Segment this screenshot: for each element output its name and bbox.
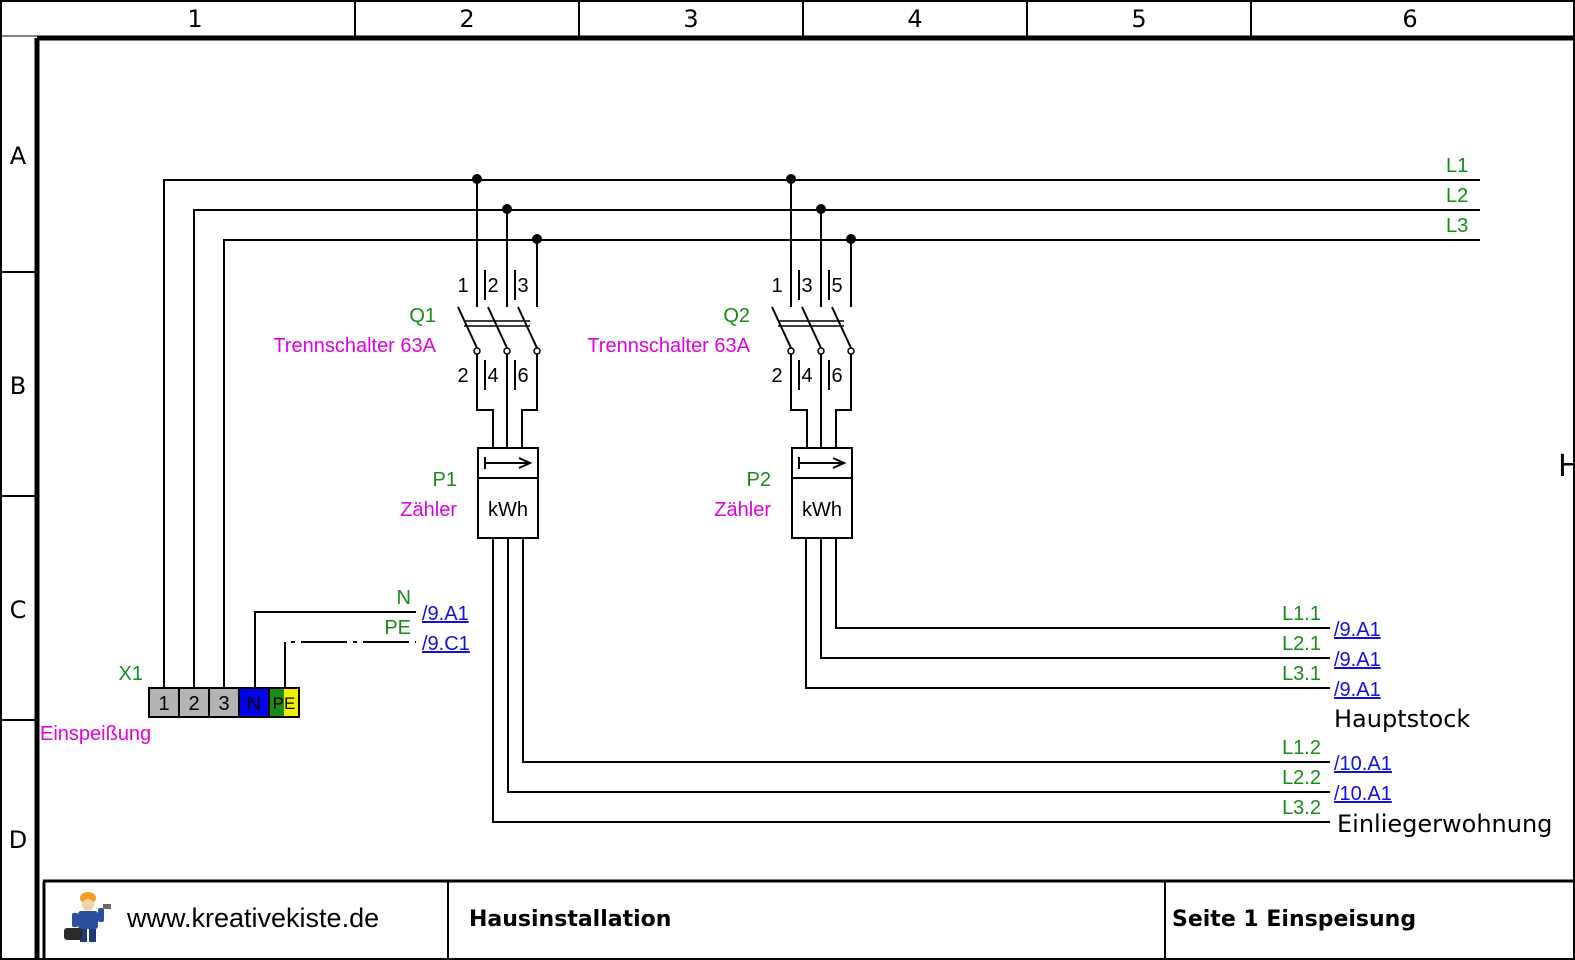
meter-p1: kWh P1 Zähler xyxy=(400,447,539,539)
feeder-title: Hauptstock xyxy=(1334,705,1470,733)
terminal-label: 3 xyxy=(801,275,812,297)
line-label: L2.2 xyxy=(1282,767,1321,789)
device-tag-p1: P1 xyxy=(433,469,457,491)
switch-q1: 1 2 3 2 4 6 Q1 Trennschalter 63A xyxy=(273,180,541,448)
wire-label-n: N xyxy=(397,587,411,609)
terminal-label: 1 xyxy=(771,275,782,297)
junction-dot xyxy=(846,234,856,244)
line-label: L1.2 xyxy=(1282,737,1321,759)
bus-l1-label: L1 xyxy=(1446,155,1468,177)
row-label: D xyxy=(9,826,27,854)
page-title: Seite 1 Einspeisung xyxy=(1172,907,1416,932)
device-desc-p1: Zähler xyxy=(400,499,457,521)
device-tag-q2: Q2 xyxy=(723,305,750,327)
junction-dot xyxy=(472,174,482,184)
terminal-label: 6 xyxy=(517,365,528,387)
junction-dot xyxy=(816,204,826,214)
row-labels: A B C D xyxy=(9,142,27,854)
bus-l3-label: L3 xyxy=(1446,215,1468,237)
device-tag-x1: X1 xyxy=(119,663,143,685)
meter-unit: kWh xyxy=(802,499,842,521)
terminal-block-earth xyxy=(284,688,299,717)
junction-dot xyxy=(786,174,796,184)
terminal-block-neutral xyxy=(238,687,270,718)
terminal-label: 4 xyxy=(487,365,498,387)
line-label: L3.2 xyxy=(1282,797,1321,819)
line-label: L3.1 xyxy=(1282,663,1321,685)
title-block: www.kreativekiste.de Hausinstallation Se… xyxy=(42,879,1575,960)
row-label: A xyxy=(10,142,27,170)
neutral-wire xyxy=(254,611,416,688)
device-desc-q1: Trennschalter 63A xyxy=(273,335,436,357)
row-label: B xyxy=(10,372,26,400)
terminal-label: 2 xyxy=(487,275,498,297)
terminal-label: 3 xyxy=(517,275,528,297)
terminal-strip-x1: 1 2 3 N PE X1 Einspeißung xyxy=(40,663,300,745)
junction-dot xyxy=(532,234,542,244)
device-desc-q2: Trennschalter 63A xyxy=(587,335,750,357)
bus-l2-label: L2 xyxy=(1446,185,1468,207)
meter-unit: kWh xyxy=(488,499,528,521)
switch-q2: 1 3 5 2 4 6 Q2 Trennschalter 63A xyxy=(587,180,855,448)
column-label: 2 xyxy=(459,5,474,33)
earth-wire xyxy=(284,641,416,688)
cross-reference-link[interactable]: /9.A1 xyxy=(1334,619,1381,641)
bus-l1-wire xyxy=(163,179,1480,690)
terminal-label: 5 xyxy=(831,275,842,297)
terminal-label: PE xyxy=(273,694,296,713)
feeder-hauptstock: L1.1 L2.1 L3.1 /9.A1 /9.A1 /9.A1 Hauptst… xyxy=(805,538,1470,733)
terminal-label: 6 xyxy=(831,365,842,387)
cross-reference-link[interactable]: /9.A1 xyxy=(1334,649,1381,671)
feeder-einliegerwohnung: L1.2 L2.2 L3.2 /10.A1 /10.A1 Einliegerwo… xyxy=(492,538,1552,838)
bus-l2-wire xyxy=(193,209,1480,690)
terminal-label: N xyxy=(247,693,261,715)
wire-label-pe: PE xyxy=(384,617,411,639)
website-text: www.kreativekiste.de xyxy=(126,903,379,933)
feeder-title: Einliegerwohnung xyxy=(1337,810,1552,838)
mascot-logo-icon xyxy=(64,892,111,942)
cross-reference-link[interactable]: /9.C1 xyxy=(422,633,470,655)
neutral-and-earth: N PE /9.A1 /9.C1 xyxy=(254,587,470,688)
terminal-label: 2 xyxy=(771,365,782,387)
project-title: Hausinstallation xyxy=(469,907,671,932)
terminal-label: 2 xyxy=(188,693,199,715)
meter-p2: kWh P2 Zähler xyxy=(714,447,853,539)
terminal-block-earth xyxy=(269,688,284,717)
column-label: 1 xyxy=(187,5,202,33)
line-label: L1.1 xyxy=(1282,603,1321,625)
terminal-label: 3 xyxy=(218,693,229,715)
column-labels: 1 2 3 4 5 6 xyxy=(187,5,1417,33)
device-tag-p2: P2 xyxy=(747,469,771,491)
column-label: 6 xyxy=(1402,5,1417,33)
clipped-edge-text: H xyxy=(1558,449,1575,484)
busbars: L1 L2 L3 xyxy=(163,155,1480,690)
cross-reference-link[interactable]: /9.A1 xyxy=(1334,679,1381,701)
column-label: 5 xyxy=(1131,5,1146,33)
device-tag-q1: Q1 xyxy=(409,305,436,327)
column-label: 3 xyxy=(683,5,698,33)
bus-l3-wire xyxy=(223,239,1480,690)
cross-reference-link[interactable]: /10.A1 xyxy=(1334,753,1392,775)
device-desc-x1: Einspeißung xyxy=(40,723,151,745)
cross-reference-link[interactable]: /10.A1 xyxy=(1334,783,1392,805)
junction-dot xyxy=(502,204,512,214)
cross-reference-link[interactable]: /9.A1 xyxy=(422,603,469,625)
row-label: C xyxy=(10,596,27,624)
terminal-label: 1 xyxy=(457,275,468,297)
terminal-label: 4 xyxy=(801,365,812,387)
line-label: L2.1 xyxy=(1282,633,1321,655)
column-label: 4 xyxy=(907,5,922,33)
terminal-label: 2 xyxy=(457,365,468,387)
terminal-label: 1 xyxy=(158,693,169,715)
device-desc-p2: Zähler xyxy=(714,499,771,521)
